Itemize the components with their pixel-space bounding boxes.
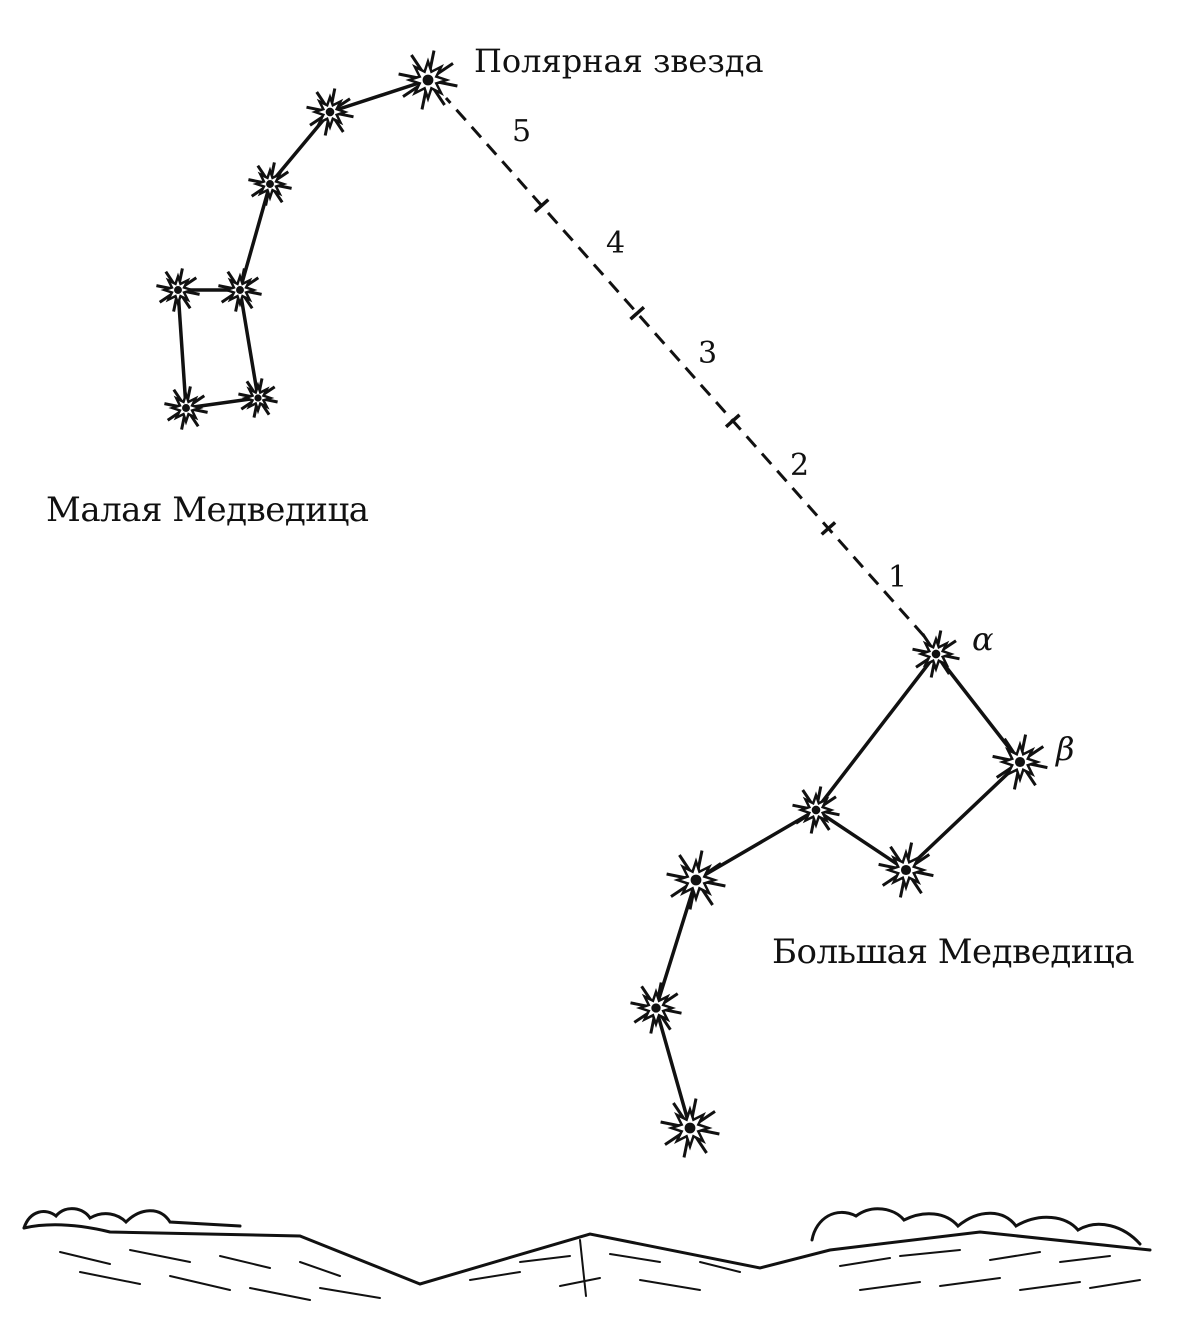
- beta-label: β: [1056, 730, 1075, 768]
- terrain-hatch-8: [469, 1271, 521, 1281]
- terrain-hatch-20: [1059, 1255, 1111, 1263]
- constellation-line-um3-um5: [238, 288, 260, 400]
- constellation-line-polaris-um1: [328, 78, 430, 114]
- terrain-hatch-18: [989, 1251, 1041, 1261]
- ursa-major-label: Большая Медведица: [772, 932, 1135, 972]
- constellation-line-alpha-beta: [934, 652, 1022, 764]
- distance-mark-5: 5: [512, 114, 532, 149]
- terrain-hatch-12: [639, 1279, 701, 1291]
- terrain-hatch-16: [899, 1249, 961, 1257]
- star-icon: [156, 268, 200, 312]
- distance-mark-2: 2: [790, 448, 810, 483]
- star-icon: [164, 386, 208, 430]
- pointer-tick-3: [629, 305, 646, 321]
- right-shrubs: [810, 1207, 1142, 1246]
- terrain-hatch-7: [319, 1287, 381, 1299]
- terrain-hatch-15: [859, 1281, 921, 1291]
- constellation-line-um1-um2: [268, 110, 332, 186]
- left-shrubs: [22, 1207, 242, 1230]
- terrain-hatch-22: [579, 1239, 587, 1297]
- star-icon: [248, 162, 292, 206]
- pointer-tick-2: [724, 413, 741, 429]
- star-icon: [992, 734, 1048, 790]
- star-icon: [306, 88, 354, 136]
- horizon-ridge: [22, 1223, 1152, 1286]
- pointer-tick-4: [533, 198, 550, 213]
- terrain-hatch-5: [249, 1287, 311, 1301]
- terrain-hatch-2: [129, 1249, 191, 1263]
- star-icon: [912, 630, 960, 678]
- constellation-line-alioth-mizar: [654, 878, 698, 1010]
- terrain-hatch-17: [939, 1277, 1001, 1287]
- terrain-hatch-11: [609, 1253, 661, 1263]
- constellation-line-beta-phecda: [904, 760, 1022, 872]
- terrain-hatch-21: [1089, 1279, 1141, 1289]
- ursa-minor-label: Малая Медведица: [46, 490, 369, 530]
- terrain-hatch-0: [59, 1251, 111, 1265]
- terrain-hatch-4: [219, 1255, 271, 1269]
- distance-mark-1: 1: [888, 560, 908, 595]
- star-icon: [666, 850, 726, 910]
- terrain-hatch-9: [519, 1255, 571, 1263]
- star-icon: [238, 378, 278, 418]
- terrain-hatch-10: [559, 1277, 601, 1287]
- star-icon: [218, 268, 262, 312]
- constellation-line-megrez-alpha: [814, 652, 938, 812]
- alpha-label: α: [972, 620, 994, 658]
- distance-mark-4: 4: [606, 226, 626, 261]
- star-icon: [398, 50, 458, 110]
- constellation-line-mizar-alkaid: [654, 1006, 692, 1130]
- terrain-hatch-1: [79, 1271, 141, 1285]
- pointer-tick-1: [820, 521, 837, 536]
- constellation-line-phecda-megrez: [814, 808, 908, 872]
- pointer-dashed-line: [444, 97, 926, 637]
- distance-mark-3: 3: [698, 336, 718, 371]
- polaris-label: Полярная звезда: [474, 42, 764, 80]
- star-icon: [630, 982, 682, 1034]
- star-icon: [792, 786, 840, 834]
- star-icon: [878, 842, 934, 898]
- terrain-hatch-19: [1019, 1281, 1081, 1291]
- constellation-line-um4-um6: [176, 288, 188, 410]
- star-icon: [660, 1098, 720, 1158]
- terrain-hatch-3: [169, 1275, 231, 1291]
- terrain-hatch-14: [839, 1257, 891, 1267]
- terrain-hatch-6: [299, 1261, 341, 1277]
- terrain-hatch-13: [699, 1261, 741, 1273]
